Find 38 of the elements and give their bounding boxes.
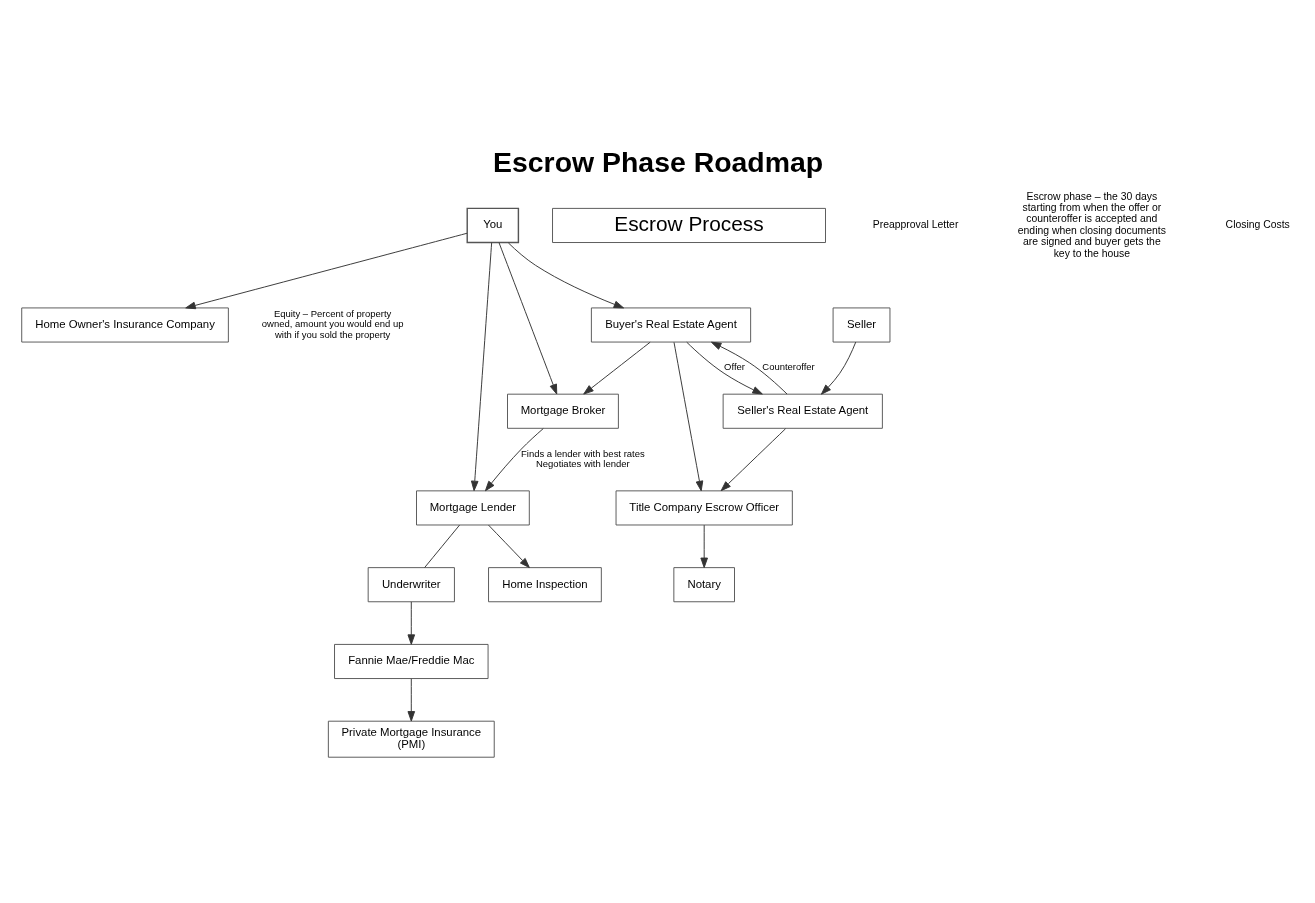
connector bbox=[424, 524, 460, 568]
node-box: Home Owner's Insurance Company bbox=[21, 306, 229, 343]
label: Preapproval Letter bbox=[872, 218, 959, 230]
node-box: Fannie Mae/Freddie Mac bbox=[334, 643, 489, 679]
node-label: Equity – Percent of property owned, amount you would end up with if you sold the property bbox=[261, 307, 404, 340]
node-box: Escrow Process bbox=[552, 207, 826, 243]
arrow bbox=[820, 341, 857, 395]
node-box: Private Mortgage Insurance (PMI) bbox=[327, 720, 495, 758]
arrow bbox=[407, 677, 416, 721]
node-box: Seller bbox=[832, 306, 891, 343]
edge-label: Offer bbox=[724, 360, 745, 372]
node-box: Home Inspection bbox=[488, 566, 602, 602]
node-box: Underwriter bbox=[367, 566, 455, 602]
arrow bbox=[185, 232, 468, 309]
node-box: You bbox=[466, 207, 520, 243]
node-box: Mortgage Broker bbox=[507, 393, 619, 429]
arrow bbox=[407, 600, 416, 645]
arrow bbox=[470, 241, 493, 491]
arrow bbox=[710, 341, 788, 394]
edge-label: Finds a lender with best rates Negotiates with lender bbox=[521, 447, 645, 469]
arrow bbox=[720, 427, 787, 491]
label: Escrow phase – the 30 days starting from when the offer or counteroffer is accepted and ending when closing documents are signed and buyer gets the key to the house bbox=[1017, 190, 1166, 259]
node-box: Buyer's Real Estate Agent bbox=[590, 306, 752, 343]
arrow bbox=[583, 341, 651, 395]
arrow bbox=[488, 524, 530, 568]
diagram-title: Escrow Phase Roadmap bbox=[493, 145, 824, 178]
node-box: Notary bbox=[673, 566, 735, 602]
arrow bbox=[484, 427, 544, 491]
node-box: Title Company Escrow Officer bbox=[615, 489, 793, 525]
node-box: Seller's Real Estate Agent bbox=[722, 393, 883, 429]
arrow bbox=[673, 341, 704, 491]
arrow bbox=[507, 241, 625, 308]
edge-label: Counteroffer bbox=[762, 360, 815, 372]
arrow bbox=[700, 524, 708, 568]
label: Closing Costs bbox=[1225, 218, 1290, 230]
arrow bbox=[686, 341, 763, 394]
arrow bbox=[498, 241, 558, 394]
node-box: Mortgage Lender bbox=[416, 489, 530, 525]
